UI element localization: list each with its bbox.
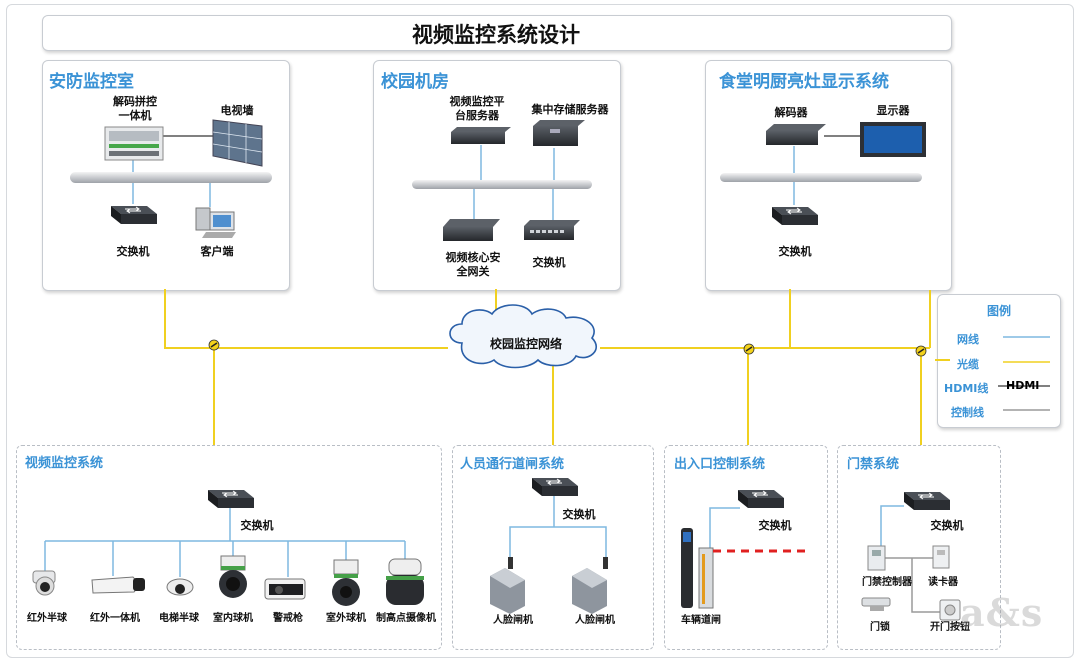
controller-label: 门禁控制器	[862, 577, 912, 588]
tv-wall-label: 电视墙	[220, 104, 254, 117]
camera-label-ir-dome: 红外半球	[27, 613, 67, 624]
legend-panel	[937, 294, 1061, 428]
security-room-title: 安防监控室	[49, 72, 134, 92]
fiber-link-icon	[208, 339, 220, 351]
watermark-logo: a&s	[960, 590, 1044, 635]
canteen-devices	[720, 122, 926, 226]
video-system-panel	[16, 445, 442, 650]
camera-label-elevator: 电梯半球	[159, 613, 199, 624]
canteen-title: 食堂明厨亮灶显示系统	[719, 72, 889, 92]
security-room-devices	[70, 119, 272, 238]
legend-item-network: 网线	[957, 333, 979, 346]
legend-item-control: 控制线	[951, 406, 984, 419]
lock-label: 门锁	[870, 622, 890, 633]
legend-item-fiber: 光缆	[957, 358, 979, 371]
server-icon	[451, 127, 511, 144]
campus-switch-label: 交换机	[532, 256, 566, 269]
camera-label-warning-gun: 警戒枪	[273, 613, 303, 624]
entrance-system-title: 出入口控制系统	[674, 457, 766, 472]
indoor-ptz-icon	[219, 555, 247, 598]
gate-label-1: 人脸闸机	[493, 615, 533, 626]
client-label: 客户端	[200, 245, 234, 258]
campus-room-title: 校园机房	[381, 72, 449, 92]
access-system-devices	[861, 491, 961, 621]
storage-server-label: 集中存储服务器	[531, 103, 609, 116]
card-reader-icon	[932, 545, 950, 569]
gate-label-2: 人脸闸机	[575, 615, 615, 626]
switch-icon	[524, 220, 580, 240]
legend-item-hdmi: HDMI线	[944, 382, 989, 395]
cloud-label: 校园监控网络	[489, 337, 562, 351]
camera-label-outdoor-ptz: 室外球机	[326, 613, 366, 624]
barrier-label: 车辆道闸	[681, 615, 721, 626]
decoder-icon	[104, 126, 164, 161]
display-label: 显示器	[876, 104, 910, 117]
storage-server-icon	[533, 120, 585, 146]
camera-label-highpoint: 制高点摄像机	[376, 613, 436, 624]
button-label: 开门按钮	[930, 622, 970, 633]
decoder-label: 解码拼控 一体机	[113, 95, 157, 122]
entrance-system-devices	[681, 489, 805, 609]
camera-label-ir-bullet: 红外一体机	[90, 613, 140, 624]
barrier-gate-icon	[698, 547, 805, 609]
entrance-switch-label: 交换机	[758, 519, 792, 532]
dome-camera-icon	[32, 570, 56, 596]
security-switch-label: 交换机	[116, 245, 150, 258]
gate-switch-label: 交换机	[562, 508, 596, 521]
decoder-box-icon	[766, 124, 826, 145]
cloud-icon	[449, 304, 598, 369]
campus-room-panel	[373, 60, 621, 291]
gate-system-title: 人员通行道闸系统	[460, 457, 565, 472]
video-system-title: 视频监控系统	[25, 456, 104, 471]
face-gate-icon	[490, 557, 525, 614]
video-switch-label: 交换机	[240, 519, 274, 532]
legend-title: 图例	[987, 304, 1012, 318]
access-controller-icon	[867, 545, 886, 571]
platform-server-label: 视频监控平 台服务器	[449, 95, 505, 122]
display-monitor-icon	[860, 122, 926, 157]
camera-label-indoor-ptz: 室内球机	[213, 613, 253, 624]
diagram-title: 视频监控系统设计	[412, 23, 580, 47]
access-system-title: 门禁系统	[847, 457, 900, 472]
canteen-switch-label: 交换机	[778, 245, 812, 258]
canteen-decoder-label: 解码器	[774, 106, 808, 119]
bullet-camera-icon	[91, 576, 145, 594]
fiber-link-icon	[743, 343, 755, 355]
client-pc-icon	[195, 207, 236, 238]
reader-label: 读卡器	[928, 577, 958, 588]
warning-gun-icon	[264, 578, 306, 600]
fiber-link-icon	[915, 345, 927, 357]
tv-wall-icon	[212, 119, 263, 167]
elevator-dome-icon	[166, 578, 194, 596]
face-gate-icon	[572, 557, 608, 614]
door-lock-icon	[861, 597, 891, 611]
title-bar	[42, 15, 952, 51]
switch-icon	[771, 206, 819, 226]
video-system-devices	[32, 489, 424, 606]
highpoint-camera-icon	[386, 558, 424, 605]
gate-system-devices	[490, 477, 608, 614]
access-system-panel	[837, 445, 1001, 650]
gateway-icon	[443, 219, 500, 241]
campus-room-devices	[412, 120, 592, 241]
gateway-label: 视频核心安 全网关	[445, 251, 501, 278]
switch-icon	[110, 205, 158, 225]
camera-pole-icon	[681, 528, 693, 608]
exit-button-icon	[939, 599, 961, 621]
outdoor-ptz-icon	[332, 559, 360, 606]
access-switch-label: 交换机	[930, 519, 964, 532]
